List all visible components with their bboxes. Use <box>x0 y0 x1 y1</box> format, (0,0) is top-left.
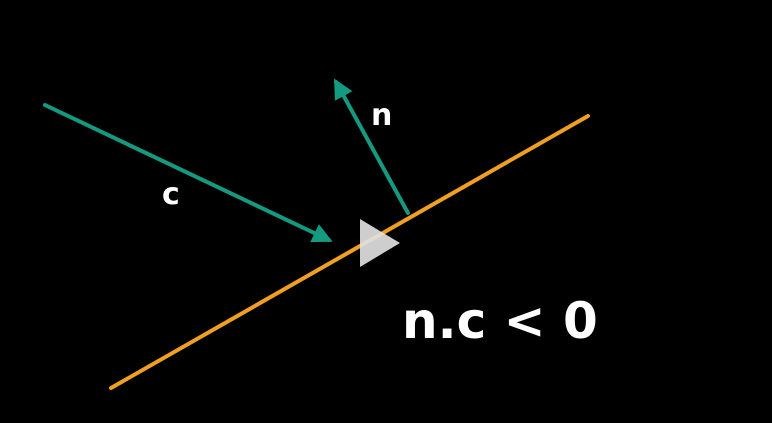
play-icon <box>360 219 400 267</box>
vector-n-arrow <box>334 78 410 215</box>
dot-product-equation: n.c < 0 <box>402 292 598 350</box>
vector-c-arrow <box>43 103 333 243</box>
play-button[interactable] <box>348 215 408 271</box>
surface-line <box>109 114 590 390</box>
vector-c-label: c <box>162 177 180 212</box>
vector-n-label: n <box>371 98 393 133</box>
